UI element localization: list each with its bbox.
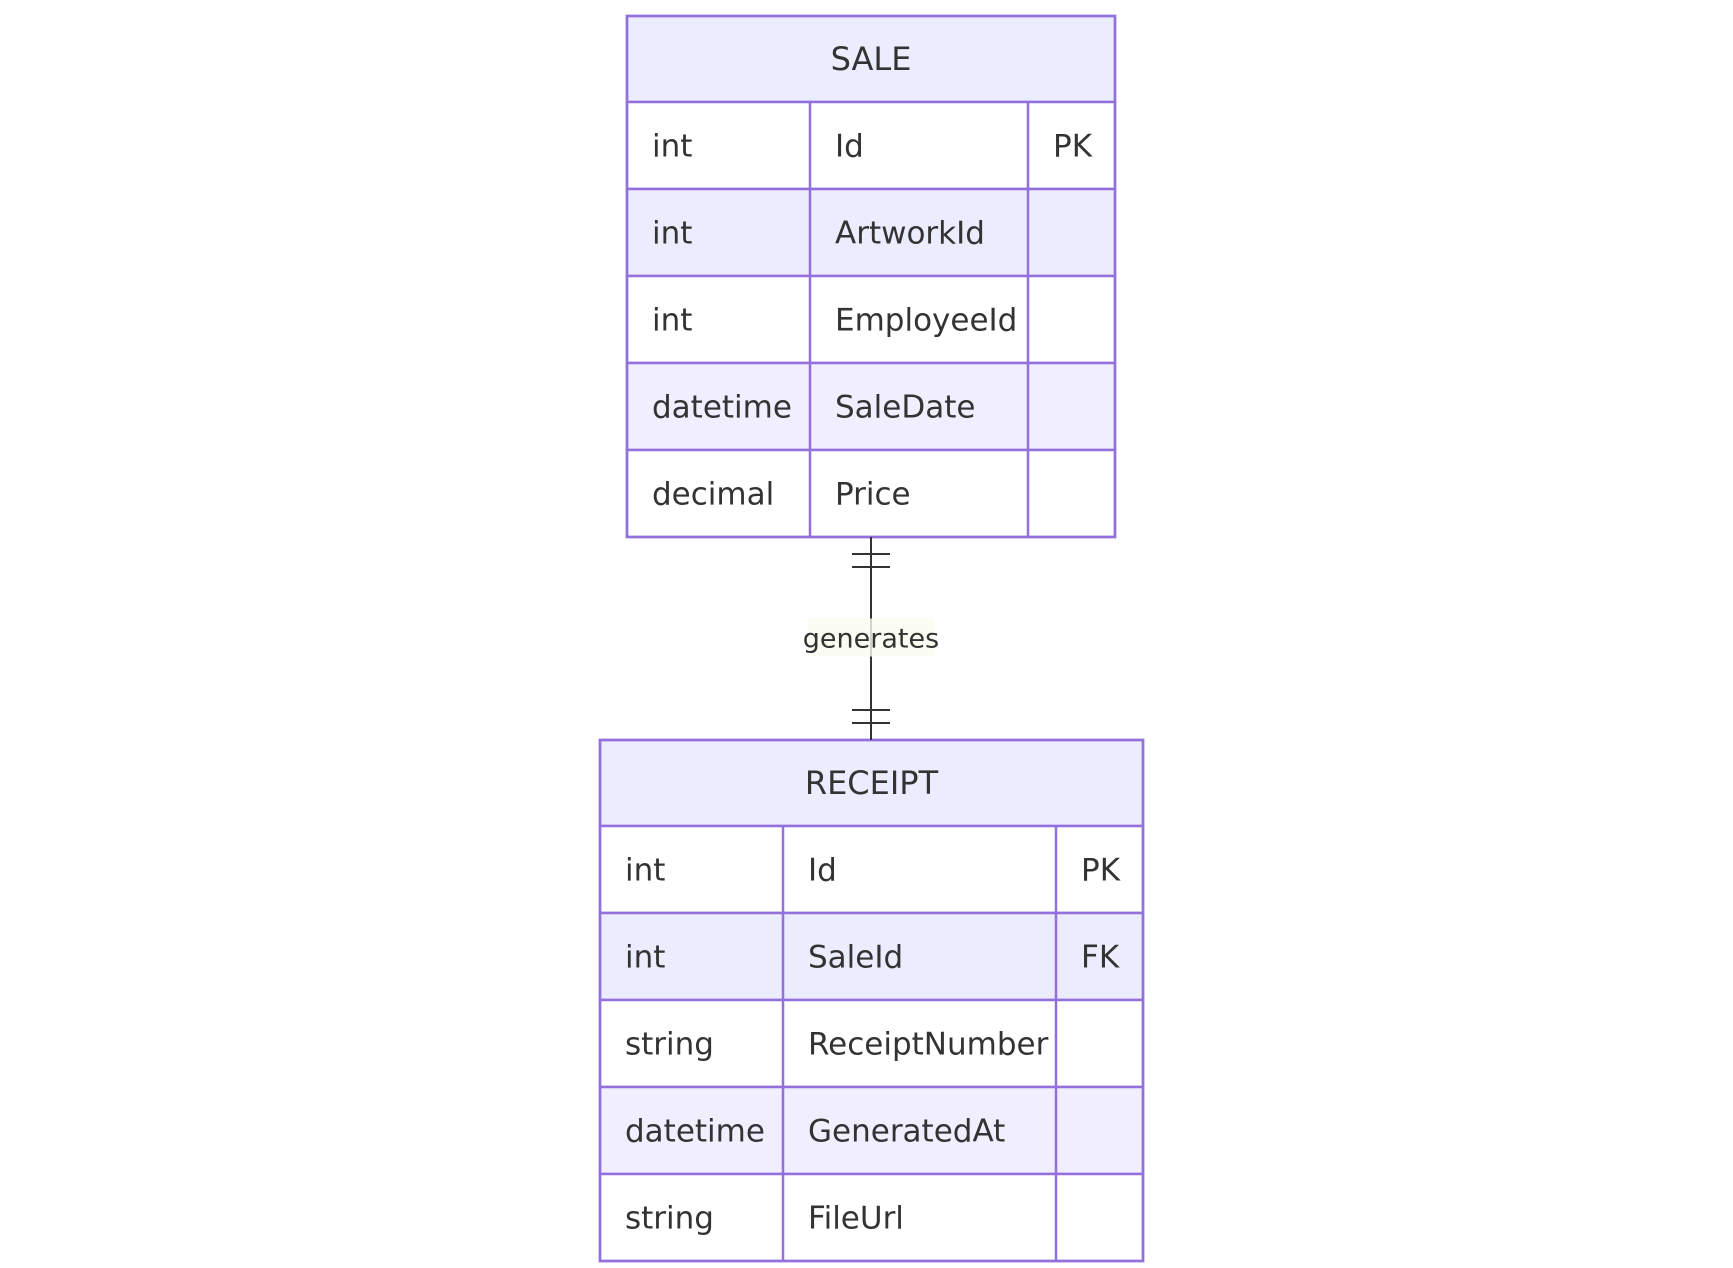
relationship-label: generates bbox=[803, 624, 939, 655]
attribute-name: SaleId bbox=[808, 940, 903, 976]
attribute-name: EmployeeId bbox=[835, 303, 1017, 339]
attribute-name: SaleDate bbox=[835, 390, 975, 426]
attribute-row: decimal Price bbox=[625, 448, 1117, 539]
attribute-row: int Id PK bbox=[598, 824, 1145, 915]
relationship-generates: generates bbox=[803, 537, 939, 740]
attribute-row-bg bbox=[625, 100, 1117, 191]
attribute-type: datetime bbox=[625, 1114, 765, 1150]
attribute-name: Price bbox=[835, 477, 911, 513]
attribute-row-bg bbox=[598, 911, 1145, 1002]
attribute-name: ArtworkId bbox=[835, 216, 985, 252]
attribute-name: ReceiptNumber bbox=[808, 1027, 1049, 1063]
attribute-type: string bbox=[625, 1027, 714, 1063]
attribute-row-bg bbox=[625, 187, 1117, 278]
attribute-type: int bbox=[652, 303, 692, 339]
attribute-row: int SaleId FK bbox=[598, 911, 1145, 1002]
attribute-type: int bbox=[625, 940, 665, 976]
attribute-type: int bbox=[652, 216, 692, 252]
attribute-type: datetime bbox=[652, 390, 792, 426]
relationship-label-bg bbox=[808, 618, 934, 657]
attribute-row: datetime SaleDate bbox=[625, 361, 1117, 452]
entity-name: RECEIPT bbox=[805, 764, 939, 802]
attribute-name: FileUrl bbox=[808, 1201, 904, 1237]
attribute-key: FK bbox=[1081, 940, 1120, 976]
attribute-row: datetime GeneratedAt bbox=[598, 1085, 1145, 1176]
attribute-row-bg bbox=[598, 1172, 1145, 1263]
attribute-row: int EmployeeId bbox=[625, 274, 1117, 365]
attribute-row: string ReceiptNumber bbox=[598, 998, 1145, 1089]
entity-header bbox=[625, 14, 1117, 104]
attribute-row: string FileUrl bbox=[598, 1172, 1145, 1263]
attribute-type: int bbox=[625, 853, 665, 889]
attribute-type: int bbox=[652, 129, 692, 165]
attribute-name: Id bbox=[835, 129, 864, 165]
attribute-row-bg bbox=[625, 361, 1117, 452]
attribute-row-bg bbox=[598, 824, 1145, 915]
attribute-key: PK bbox=[1081, 853, 1121, 889]
attribute-key: PK bbox=[1053, 129, 1093, 165]
entity-name: SALE bbox=[831, 40, 912, 78]
attribute-type: decimal bbox=[652, 477, 774, 513]
attribute-row-bg bbox=[598, 998, 1145, 1089]
attribute-name: Id bbox=[808, 853, 837, 889]
attribute-row-bg bbox=[625, 274, 1117, 365]
attribute-row: int ArtworkId bbox=[625, 187, 1117, 278]
attribute-type: string bbox=[625, 1201, 714, 1237]
attribute-name: GeneratedAt bbox=[808, 1114, 1005, 1150]
attribute-row: int Id PK bbox=[625, 100, 1117, 191]
